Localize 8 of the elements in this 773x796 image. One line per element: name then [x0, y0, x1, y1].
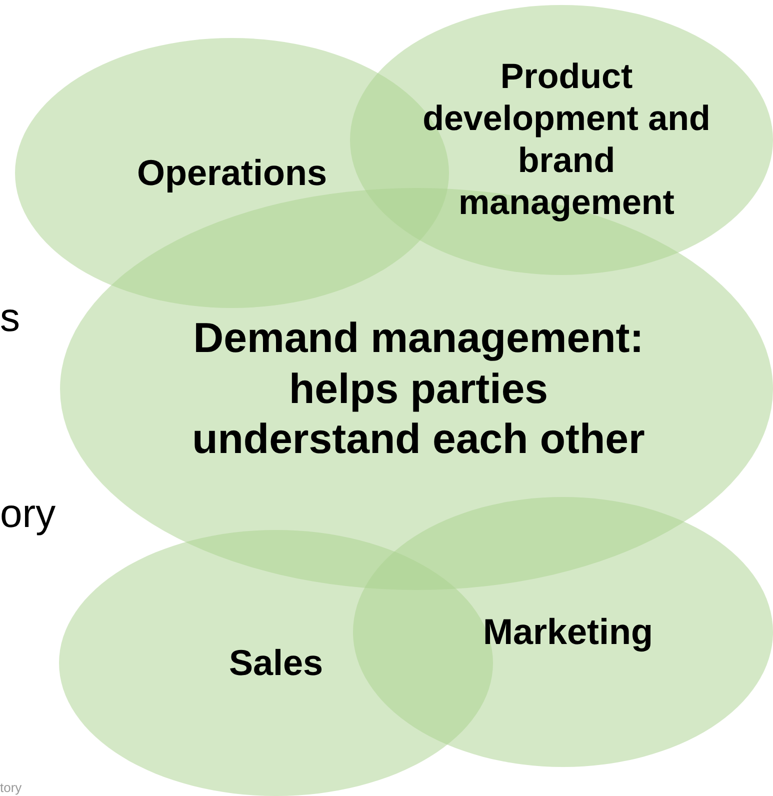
region-label: Operations — [136, 151, 328, 195]
region-label: Demand management: helps parties understand each other — [191, 313, 646, 464]
region-label: Sales — [228, 641, 324, 685]
region-label: Product development and brand management — [422, 56, 712, 224]
region-label: Marketing — [482, 610, 654, 654]
text-fragment: tory — [0, 780, 22, 795]
text-fragment: ory — [0, 492, 56, 537]
text-fragment: s — [0, 296, 20, 341]
